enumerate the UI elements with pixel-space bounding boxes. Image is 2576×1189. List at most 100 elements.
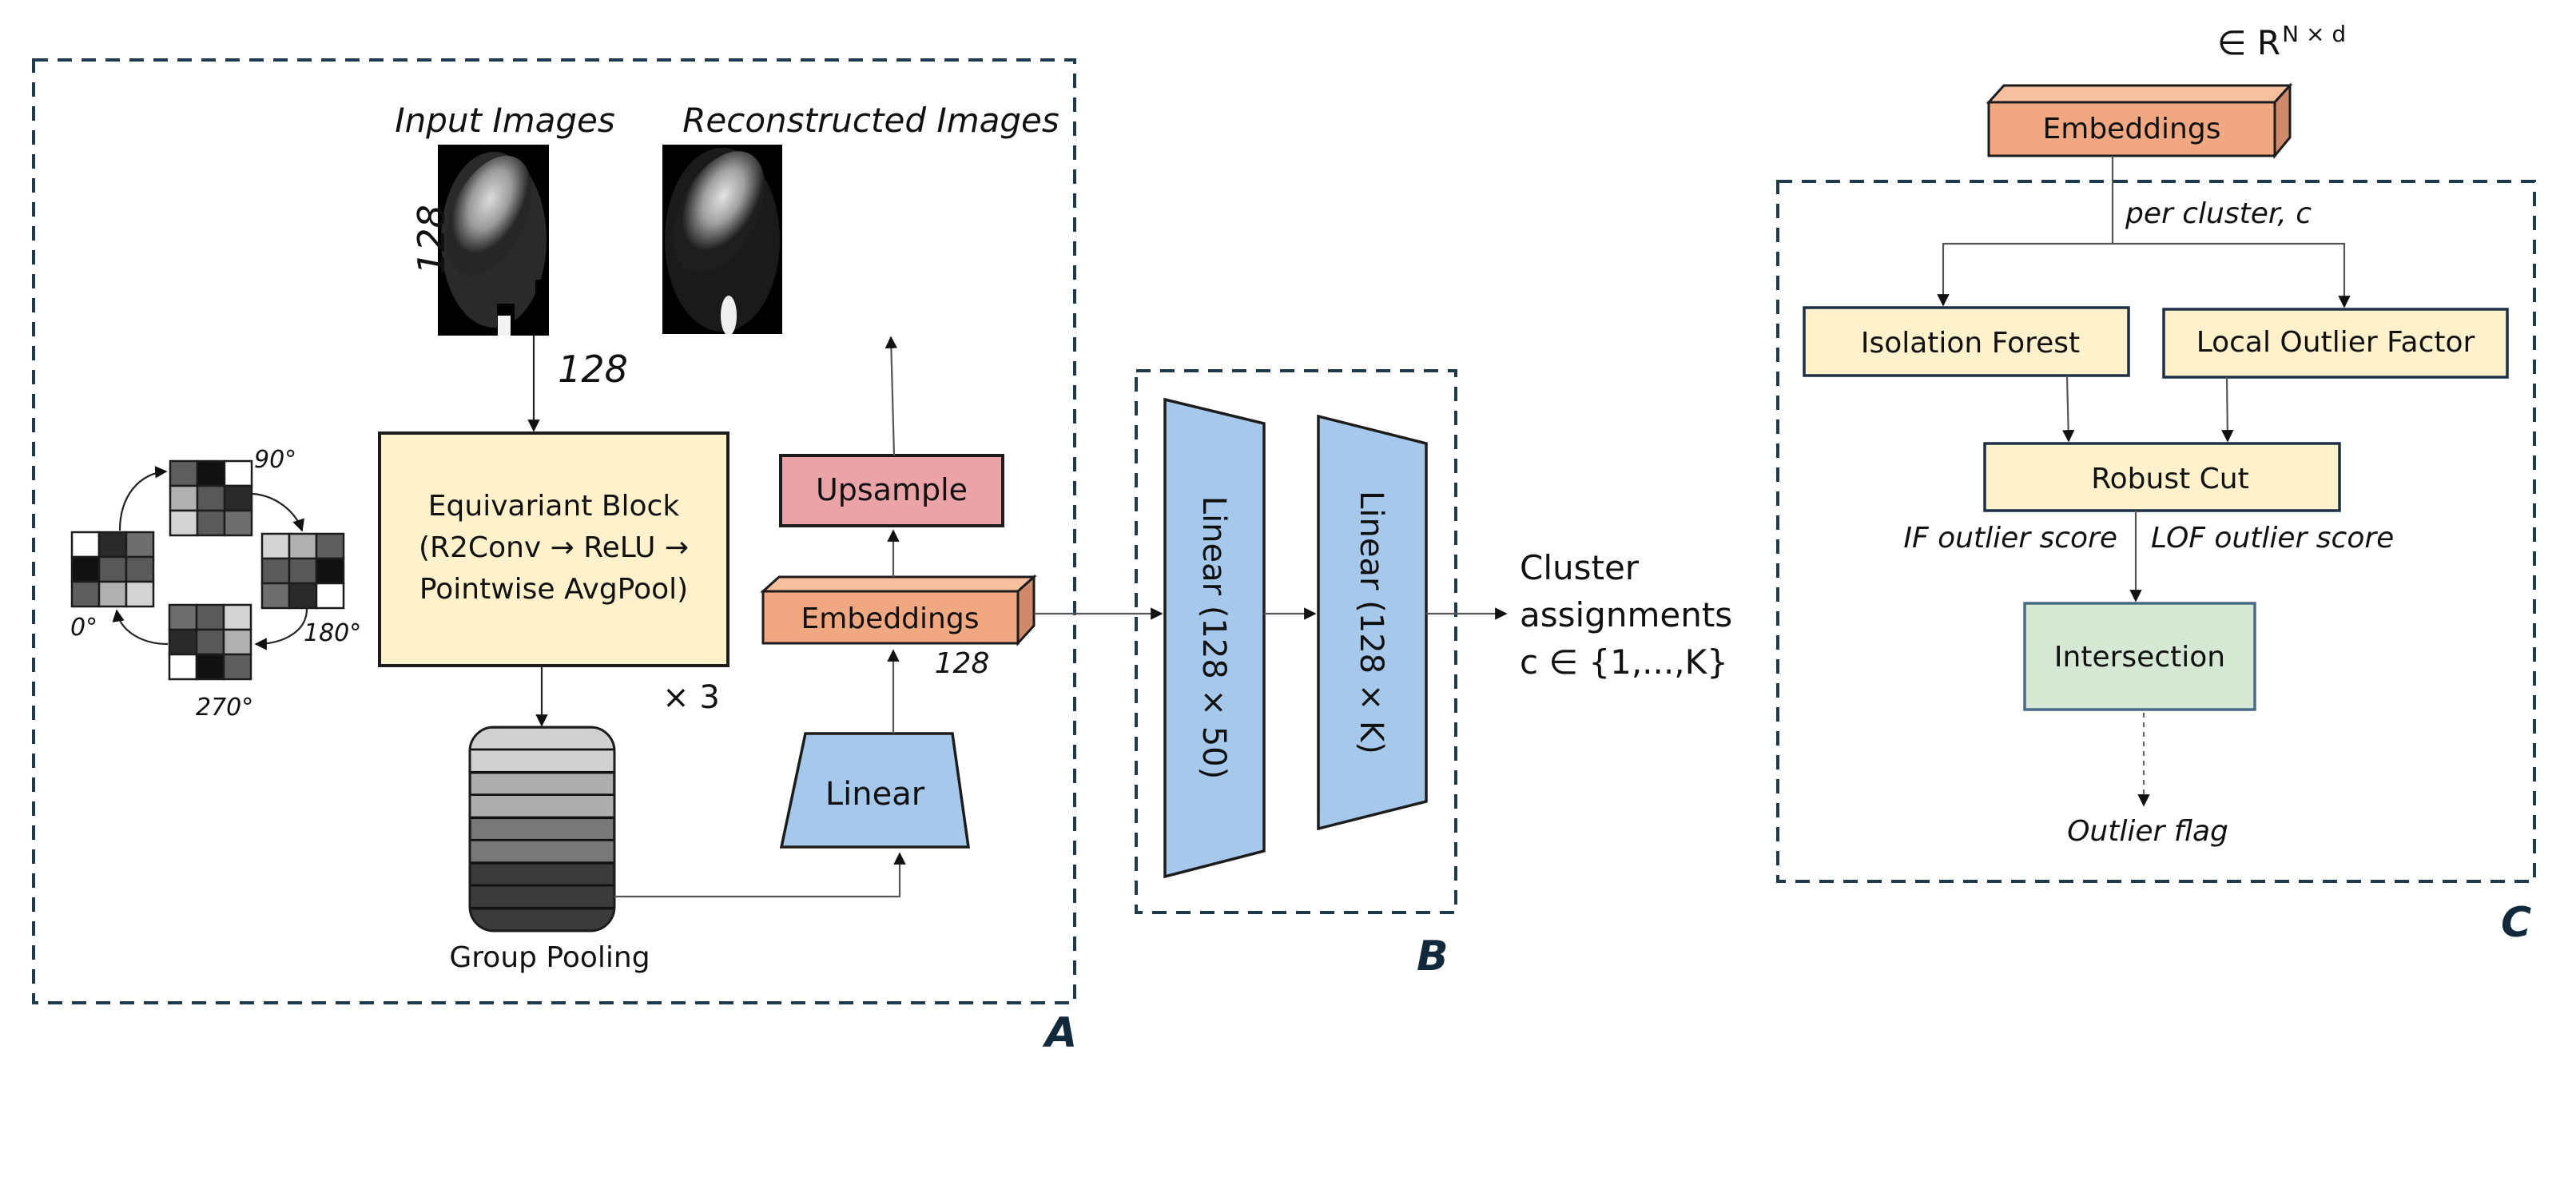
embeddings-label-c: Embeddings (2043, 113, 2221, 145)
embeddings-block-c: Embeddings (1989, 85, 2290, 156)
pooling-band (470, 841, 614, 863)
angle-label-0: 0° (70, 614, 97, 642)
arrow-upsample-to-reconstructed (891, 337, 894, 455)
upsample-block: Upsample (781, 455, 1003, 526)
rotation-grid-270 (169, 605, 251, 679)
linear2-label: Linear (128 × K) (1353, 491, 1389, 754)
grid-cell (72, 532, 99, 557)
panel-a-label: A (1042, 1009, 1077, 1057)
embeddings-dim-label: 128 (935, 647, 990, 680)
pooling-band (470, 909, 614, 931)
angle-label-180: 180° (304, 619, 361, 647)
robust-cut-block: Robust Cut (1985, 443, 2339, 511)
arrow-pooling-to-linear (614, 853, 900, 897)
grid-cell (99, 532, 126, 557)
grid-cell (126, 532, 153, 557)
grid-cell (197, 654, 224, 679)
equivariant-block-line-2: (R2Conv → ReLU → (419, 531, 689, 564)
grid-cell (169, 654, 197, 679)
rotation-group-illustration: 0° 90° 180° 270° (70, 446, 361, 722)
rotation-arrow-270-0 (117, 610, 168, 644)
intersection-block: Intersection (2025, 603, 2255, 710)
rotation-arrow-90-180 (252, 494, 302, 531)
grid-cell (197, 630, 224, 654)
pooling-band (470, 885, 614, 908)
linear-block: Linear (781, 734, 968, 847)
grid-cell (289, 559, 316, 583)
arrow-lof-to-robust-cut (2227, 377, 2228, 441)
grid-cell (316, 583, 344, 608)
lof-score-label: LOF outlier score (2151, 522, 2394, 555)
embedding-space-prefix: ∈ R (2217, 23, 2280, 62)
panel-c: ∈ RN × d Embeddings C per cluster, c Iso… (1778, 21, 2534, 947)
panel-b-label: B (1417, 933, 1449, 980)
outlier-flag-label: Outlier flag (2067, 815, 2228, 848)
isolation-forest-label: Isolation Forest (1861, 327, 2080, 360)
rotation-arrow-180-270 (256, 609, 307, 644)
linear1-label: Linear (128 × 50) (1195, 496, 1232, 779)
panel-a: A Input Images Reconstructed Images 128 … (34, 60, 1077, 1057)
grid-cell (197, 511, 225, 535)
rotation-grid-180 (262, 534, 344, 608)
arrow-to-isolation-forest (1943, 244, 2113, 305)
linear1-block: Linear (128 × 50) (1165, 400, 1264, 877)
grid-cell (289, 534, 316, 559)
equivariant-block-line-3: Pointwise AvgPool) (419, 573, 688, 606)
pooling-band (470, 750, 614, 772)
grid-cell (126, 582, 153, 606)
equivariant-block-line-1: Equivariant Block (428, 490, 680, 523)
grid-cell (99, 557, 126, 582)
group-pooling-stack (470, 727, 614, 931)
grid-cell (289, 583, 316, 608)
grid-cell (197, 486, 225, 511)
if-score-label: IF outlier score (1903, 522, 2117, 555)
embeddings-block-a: Embeddings (763, 577, 1034, 643)
grid-cell (316, 534, 344, 559)
embeddings-label-a: Embeddings (801, 602, 980, 635)
panel-b: B Linear (128 × 50) Linear (128 × K) Clu… (1034, 371, 1732, 980)
cluster-output-line-3: c ∈ {1,...,K} (1520, 642, 1728, 682)
cluster-output-line-2: assignments (1520, 595, 1732, 634)
linear2-block: Linear (128 × K) (1318, 416, 1426, 829)
intersection-label: Intersection (2054, 641, 2225, 674)
grid-cell (72, 582, 99, 606)
grid-cell (316, 559, 344, 583)
group-pooling-label: Group Pooling (449, 941, 650, 974)
grid-cell (99, 582, 126, 606)
grid-cell (126, 557, 153, 582)
grid-cell (72, 557, 99, 582)
embedding-space-superscript: N × d (2282, 21, 2346, 47)
arrow-if-to-robust-cut (2067, 376, 2069, 441)
grid-cell (262, 534, 289, 559)
upsample-label: Upsample (816, 472, 968, 507)
grid-cell (197, 605, 224, 630)
angle-label-90: 90° (254, 446, 296, 474)
grid-cell (224, 605, 251, 630)
linear-label: Linear (825, 776, 925, 813)
rotation-grid-0 (72, 532, 153, 606)
input-height-label: 128 (410, 205, 453, 275)
rotation-arrow-0-90 (120, 471, 166, 531)
input-images-title: Input Images (395, 101, 615, 140)
pooling-band (470, 727, 614, 750)
grid-cell (262, 559, 289, 583)
pooling-band (470, 863, 614, 885)
per-cluster-label: per cluster, c (2125, 197, 2312, 230)
robust-cut-label: Robust Cut (2091, 463, 2248, 495)
grid-cell (262, 583, 289, 608)
pooling-band (470, 817, 614, 840)
angle-label-270: 270° (196, 694, 253, 722)
embedding-space-label: ∈ RN × d (2217, 21, 2346, 62)
reconstructed-images-title: Reconstructed Images (682, 101, 1059, 140)
lof-block: Local Outlier Factor (2164, 309, 2507, 377)
rotation-grid-90 (170, 461, 252, 535)
grid-cell (224, 654, 251, 679)
repeat-label: × 3 (662, 679, 720, 716)
pooling-band (470, 795, 614, 817)
cluster-output-line-1: Cluster (1520, 548, 1640, 587)
panel-c-label: C (2501, 899, 2531, 947)
pooling-band (470, 773, 614, 795)
grid-cell (225, 511, 252, 535)
arrow-to-lof (2113, 244, 2344, 307)
